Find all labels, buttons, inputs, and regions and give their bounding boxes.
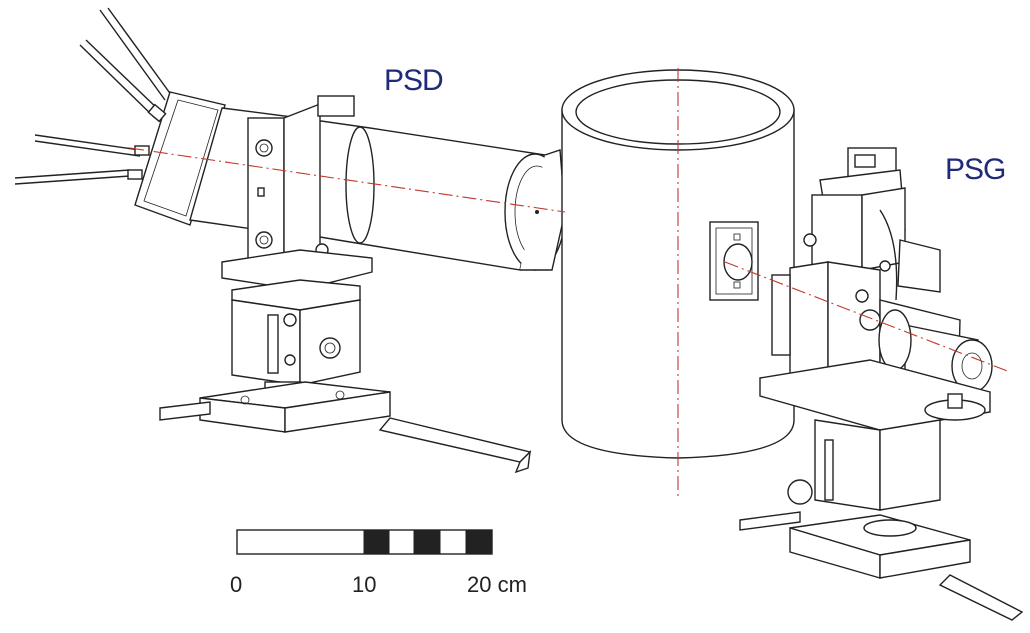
scale-tick-10: 10 <box>352 572 377 597</box>
scale-tick-0: 0 <box>230 572 243 597</box>
psd-label: PSD <box>384 64 444 97</box>
psg-vertical-stage <box>771 233 881 381</box>
scale-bar <box>236 529 493 555</box>
psg-top-block <box>811 147 941 301</box>
psd-beam-axis <box>129 147 566 213</box>
psg-beam-axis <box>724 261 1011 373</box>
psg-label: PSG <box>945 153 1006 186</box>
psd-cables <box>14 7 173 185</box>
psd-base-plate <box>199 381 391 433</box>
psd-assembly <box>14 7 566 474</box>
scale-segment-dark-1 <box>363 529 390 555</box>
psd-back-flange <box>127 91 226 226</box>
scale-segment-dark-3 <box>465 529 493 555</box>
psg-tube <box>859 299 993 396</box>
scale-tick-20: 20 cm <box>467 572 527 597</box>
psd-mount-plate <box>247 95 355 282</box>
beam-axes <box>129 68 1011 500</box>
psg-base-stage <box>759 359 991 511</box>
psg-base-plate <box>739 511 1024 621</box>
psg-assembly <box>739 147 1024 621</box>
scale-segment-dark-2 <box>413 529 441 555</box>
psd-rail <box>159 401 532 474</box>
psd-tube <box>189 107 566 271</box>
